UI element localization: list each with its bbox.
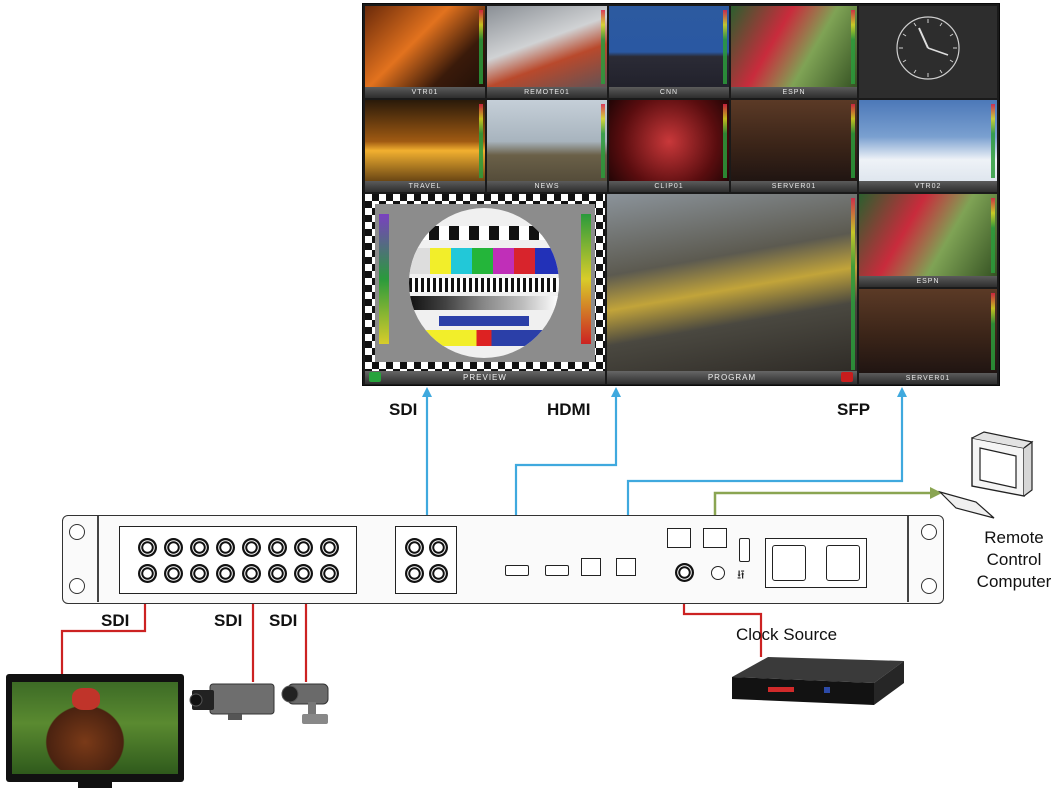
bnc-connector-icon: [268, 538, 287, 557]
bnc-connector-icon: [320, 564, 339, 583]
tile-label: CLIP01: [609, 181, 729, 192]
video-tile: ESPN: [859, 194, 997, 287]
rack-hole-icon: [921, 578, 937, 594]
tile-label: SERVER01: [731, 181, 857, 192]
bnc-connector-icon: [429, 538, 448, 557]
analog-clock-icon: [896, 16, 960, 80]
sdi-input-line: [60, 575, 150, 674]
video-tile: NEWS: [487, 100, 607, 192]
hdmi-output-label: HDMI: [547, 400, 591, 419]
tile-label: NEWS: [487, 181, 607, 192]
remote-computer-label-line: Remote: [984, 528, 1044, 547]
video-tile: SERVER01: [859, 289, 997, 384]
sdi-input-bank: [119, 526, 357, 594]
box-camera-icon: [189, 683, 275, 720]
remote-computer-label-line: Computer: [976, 572, 1052, 591]
bullet-camera-icon: [281, 683, 329, 724]
power-module: [765, 538, 867, 588]
audio-jack-icon: [711, 566, 725, 580]
program-tile: PROGRAM: [607, 194, 857, 384]
bnc-connector-icon: [294, 538, 313, 557]
video-tile: CLIP01: [609, 100, 729, 192]
rack-hole-icon: [921, 524, 937, 540]
clock-tile: [859, 6, 997, 98]
sfp-port-icon: [581, 558, 601, 576]
bnc-connector-icon: [216, 538, 235, 557]
video-tile: CNN: [609, 6, 729, 98]
rack-hole-icon: [69, 578, 85, 594]
sdi-output-label: SDI: [389, 400, 418, 419]
hdmi-port-icon: [505, 565, 529, 576]
rack-hole-icon: [69, 524, 85, 540]
tile-label: ESPN: [731, 87, 857, 98]
sdi-input-label: SDI: [269, 611, 298, 630]
multiviewer-rack-unit: ⭿: [62, 515, 944, 604]
computer-icon: [937, 431, 1034, 519]
sdi-output-bank: [395, 526, 457, 594]
reference-bnc-icon: [675, 563, 694, 582]
bnc-connector-icon: [190, 564, 209, 583]
program-label: PROGRAM: [607, 371, 857, 384]
preview-label: PREVIEW: [365, 371, 605, 384]
hdmi-port-icon: [545, 565, 569, 576]
bnc-connector-icon: [429, 564, 448, 583]
tile-label: ESPN: [859, 276, 997, 287]
video-tile: VTR02: [859, 100, 997, 192]
bnc-connector-icon: [164, 564, 183, 583]
bnc-connector-icon: [138, 538, 157, 557]
tile-label: VTR01: [365, 87, 485, 98]
bnc-connector-icon: [242, 538, 261, 557]
preview-tile: PREVIEW: [365, 194, 605, 384]
video-tile: VTR01: [365, 6, 485, 98]
video-tile: TRAVEL: [365, 100, 485, 192]
bnc-connector-icon: [294, 564, 313, 583]
video-tile: SERVER01: [731, 100, 857, 192]
video-tile: REMOTE01: [487, 6, 607, 98]
tile-label: VTR02: [859, 181, 997, 192]
power-inlet-icon: [826, 545, 860, 581]
clock-source-label: Clock Source: [736, 625, 838, 644]
clock-source-device-icon: [732, 657, 904, 705]
bnc-connector-icon: [405, 564, 424, 583]
usb-port-icon: [739, 538, 750, 562]
source-monitor: [6, 674, 184, 788]
video-tile: ESPN: [731, 6, 857, 98]
power-inlet-icon: [772, 545, 806, 581]
sfp-output-label: SFP: [837, 400, 871, 419]
sdi-input-label: SDI: [214, 611, 243, 630]
multiviewer-display: VTR01 REMOTE01 CNN ESPN TRAVEL: [362, 3, 1000, 386]
tile-label: REMOTE01: [487, 87, 607, 98]
monitor-screen: [12, 682, 178, 774]
bnc-connector-icon: [268, 564, 287, 583]
bnc-connector-icon: [164, 538, 183, 557]
bnc-connector-icon: [320, 538, 339, 557]
bnc-connector-icon: [242, 564, 261, 583]
sdi-input-label: SDI: [101, 611, 130, 630]
remote-computer-label-line: Control: [986, 550, 1042, 569]
sfp-port-icon: [616, 558, 636, 576]
usb-symbol-icon: ⭿: [737, 568, 745, 582]
ethernet-port-icon: [667, 528, 691, 548]
ethernet-port-icon: [703, 528, 727, 548]
test-pattern: [375, 204, 595, 362]
bnc-connector-icon: [190, 538, 209, 557]
tile-label: TRAVEL: [365, 181, 485, 192]
remote-computer-label: Remote Control Computer: [968, 527, 1060, 593]
tile-label: CNN: [609, 87, 729, 98]
bnc-connector-icon: [138, 564, 157, 583]
bnc-connector-icon: [405, 538, 424, 557]
bnc-connector-icon: [216, 564, 235, 583]
tile-label: SERVER01: [859, 373, 997, 384]
